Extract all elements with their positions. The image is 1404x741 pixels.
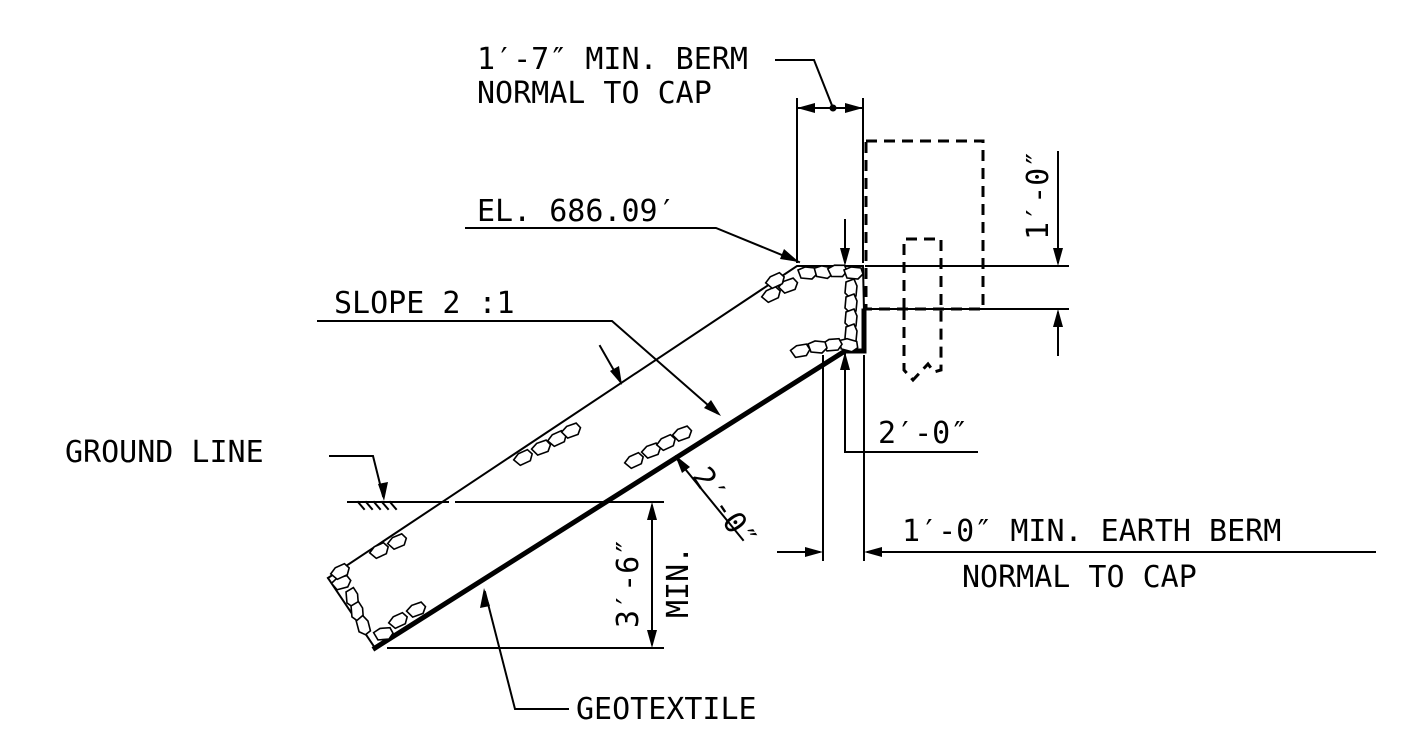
slope-label: SLOPE 2 :1 — [334, 286, 515, 321]
berm-dimension-top: 1′-7″ MIN. BERM NORMAL TO CAP — [477, 42, 864, 263]
min-berm-label-line2: NORMAL TO CAP — [477, 76, 712, 111]
elevation-label: EL. 686.09′ — [477, 194, 676, 229]
toe-width-dimension: 2′-0″ — [840, 351, 978, 453]
riprap-stones — [329, 264, 864, 641]
riprap-stone — [329, 562, 351, 581]
riprap-slope-body — [326, 264, 867, 652]
riprap-stone — [560, 422, 582, 439]
riprap-stone — [368, 541, 390, 560]
riprap-stone — [512, 448, 534, 467]
riprap-stone — [838, 337, 859, 353]
earth-berm-dimension: 1′-0″ MIN. EARTH BERM NORMAL TO CAP — [777, 355, 1376, 595]
cap-depth-dimension: 1′-0″ — [865, 150, 1069, 356]
riprap-stone — [530, 439, 552, 456]
min-depth-label: 3′-6″ — [611, 538, 646, 628]
min-depth-note: MIN. — [661, 546, 696, 618]
riprap-stone — [372, 626, 394, 641]
riprap-stone — [387, 611, 409, 630]
cap-depth-label: 1′-0″ — [1021, 150, 1056, 240]
slope-callout: SLOPE 2 :1 — [317, 286, 721, 416]
riprap-stone — [842, 266, 864, 280]
bent-cap-outline — [864, 139, 985, 383]
riprap-stone — [760, 285, 782, 304]
toe-width-label: 2′-0″ — [878, 416, 968, 451]
ground-line-callout: GROUND LINE — [65, 435, 664, 511]
riprap-stone — [764, 271, 786, 290]
riprap-stone — [386, 532, 408, 551]
earth-berm-label-line1: 1′-0″ MIN. EARTH BERM — [902, 514, 1281, 549]
min-depth-dimension: 3′-6″ MIN. — [387, 502, 696, 649]
riprap-stone — [405, 601, 427, 618]
earth-berm-label-line2: NORMAL TO CAP — [962, 560, 1197, 595]
riprap-stone — [655, 433, 677, 452]
thickness-label: 2′-0″ — [684, 461, 764, 555]
min-berm-label-line1: 1′-7″ MIN. BERM — [477, 42, 748, 77]
riprap-stone — [623, 451, 645, 470]
riprap-stone — [789, 343, 811, 359]
elevation-callout: EL. 686.09′ — [465, 194, 850, 266]
riprap-stone — [355, 614, 372, 636]
ground-line-label: GROUND LINE — [65, 435, 264, 470]
riprap-stone — [806, 340, 828, 354]
thickness-dimension: 2′-0″ — [675, 455, 764, 555]
riprap-stone — [671, 425, 693, 442]
geotextile-label: GEOTEXTILE — [576, 692, 757, 727]
geotextile-callout: GEOTEXTILE — [480, 588, 757, 727]
pile-outline — [902, 237, 943, 309]
bent-cap — [864, 139, 985, 311]
pile-outline-lower — [902, 309, 943, 383]
geotextile-line — [371, 308, 867, 652]
